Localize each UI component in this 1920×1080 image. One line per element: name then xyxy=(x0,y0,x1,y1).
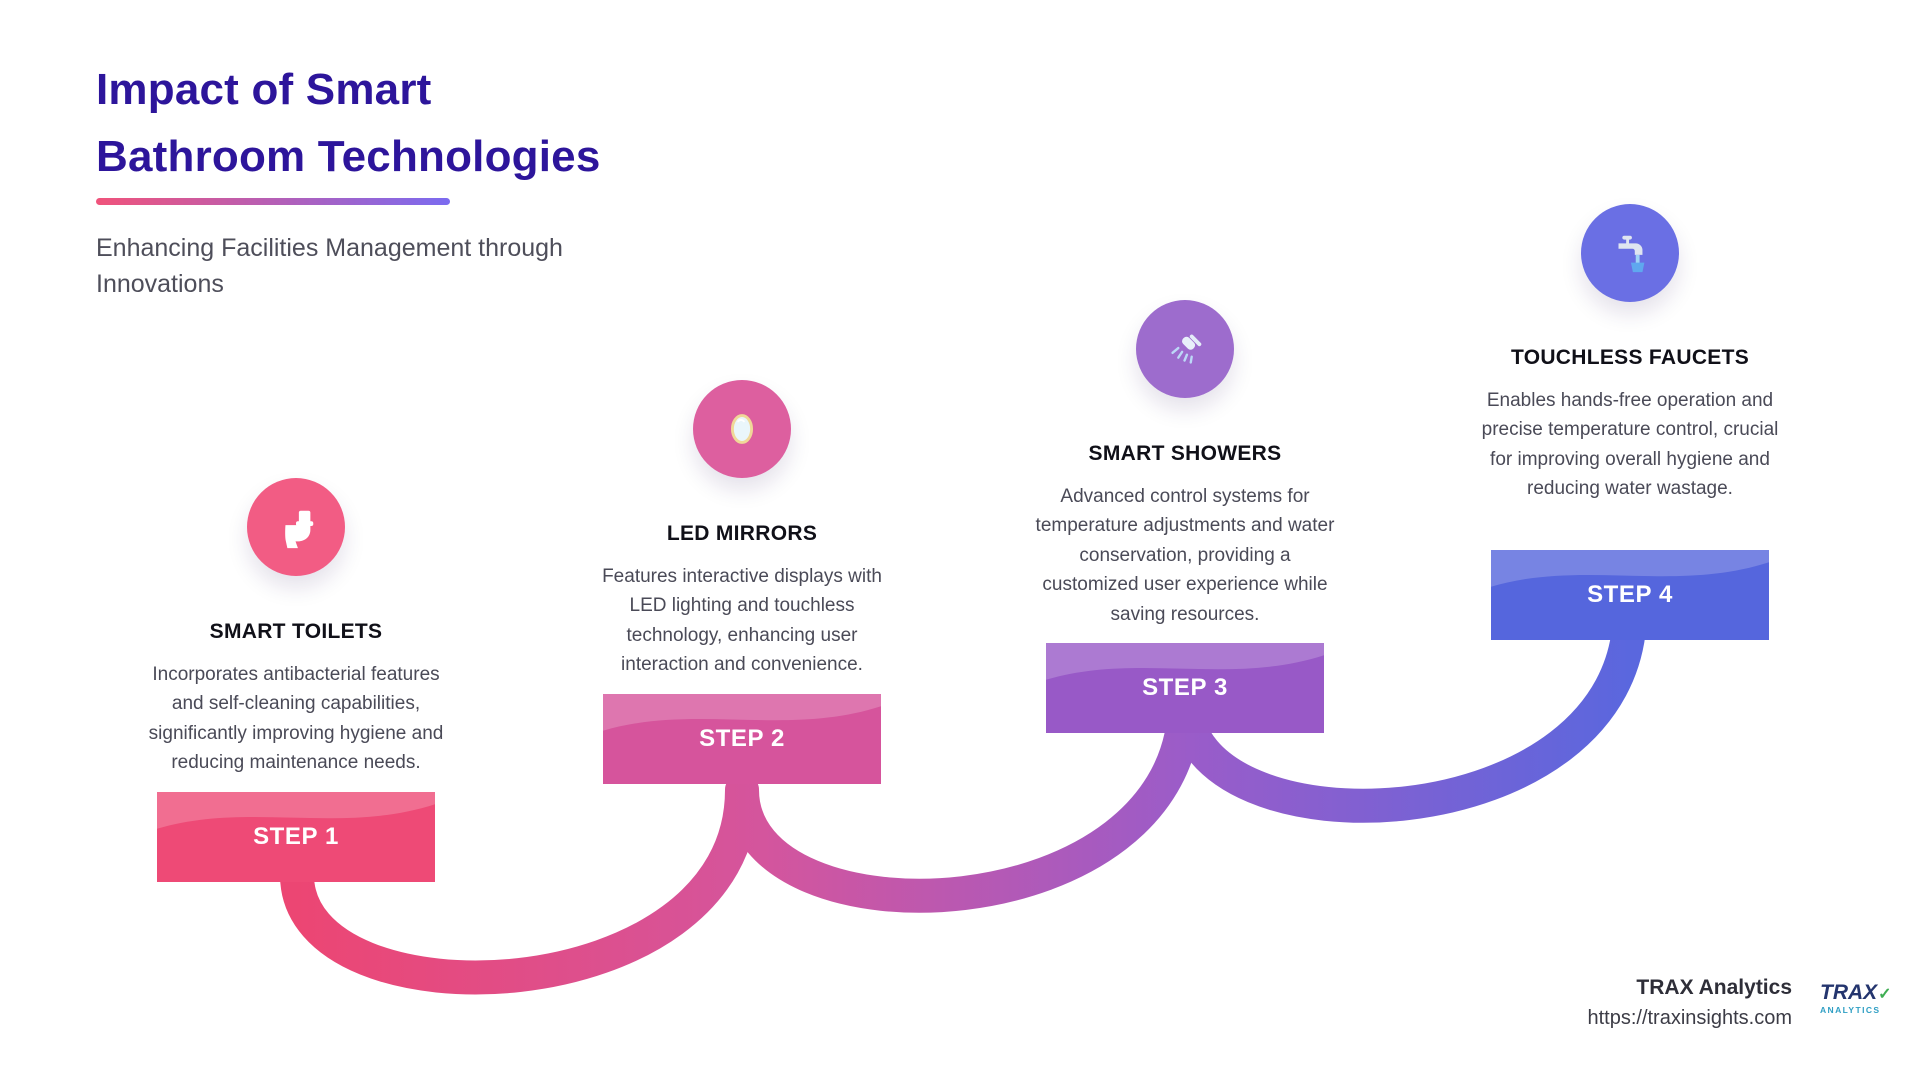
faucet-icon xyxy=(1618,235,1645,273)
step-title: SMART SHOWERS xyxy=(1088,442,1282,465)
step-banner-label: STEP 2 xyxy=(699,724,785,752)
step-banner: STEP 2 xyxy=(603,693,881,784)
step-banner-label: STEP 3 xyxy=(1142,674,1228,702)
step-banner-label: STEP 1 xyxy=(253,822,339,850)
mirror-icon xyxy=(730,414,754,444)
page-title: Impact of Smart Bathroom Technologies xyxy=(96,56,601,190)
step-icon-circle xyxy=(1136,300,1234,398)
step-banner: STEP 3 xyxy=(1046,643,1324,734)
step-column-smart-showers: SMART SHOWERS Advanced control systems f… xyxy=(1035,300,1335,734)
check-icon: ✓ xyxy=(1878,986,1892,1003)
step-banner: STEP 1 xyxy=(157,791,435,882)
step-icon-circle xyxy=(693,380,791,478)
title-underline xyxy=(96,198,450,205)
footer-company: TRAX Analytics xyxy=(1636,976,1792,999)
step-description: Incorporates antibacterial features and … xyxy=(148,664,444,774)
footer: TRAX Analytics https://traxinsights.com xyxy=(1587,976,1792,1030)
footer-url: https://traxinsights.com xyxy=(1587,1007,1792,1029)
step-banner: STEP 4 xyxy=(1491,549,1769,640)
page-subtitle: Enhancing Facilities Management through … xyxy=(96,234,563,299)
step-column-smart-toilets: SMART TOILETS Incorporates antibacterial… xyxy=(146,478,446,882)
page-title-line2: Bathroom Technologies xyxy=(96,132,601,181)
trax-analytics-logo: TRAX✓ ANALYTICS xyxy=(1820,982,1900,1015)
step-icon-circle xyxy=(1581,204,1679,302)
step-column-touchless-faucets: TOUCHLESS FAUCETS Enables hands-free ope… xyxy=(1480,204,1780,640)
step-description: Features interactive displays with LED l… xyxy=(602,566,882,676)
page-title-line1: Impact of Smart xyxy=(96,65,432,114)
shower-icon xyxy=(1171,334,1202,364)
toilet-icon xyxy=(285,510,314,549)
step-title: SMART TOILETS xyxy=(209,620,383,643)
step-title: LED MIRRORS xyxy=(666,522,818,545)
step-column-led-mirrors: LED MIRRORS Features interactive display… xyxy=(592,380,892,784)
step-icon-circle xyxy=(247,478,345,576)
step-description: Enables hands-free operation and precise… xyxy=(1481,390,1779,500)
logo-wordmark: TRAX xyxy=(1820,981,1878,1004)
step-banner-label: STEP 4 xyxy=(1587,580,1673,608)
logo-subtitle: ANALYTICS xyxy=(1820,1005,1881,1015)
step-description: Advanced control systems for temperature… xyxy=(1035,486,1335,625)
step-title: TOUCHLESS FAUCETS xyxy=(1510,346,1750,369)
